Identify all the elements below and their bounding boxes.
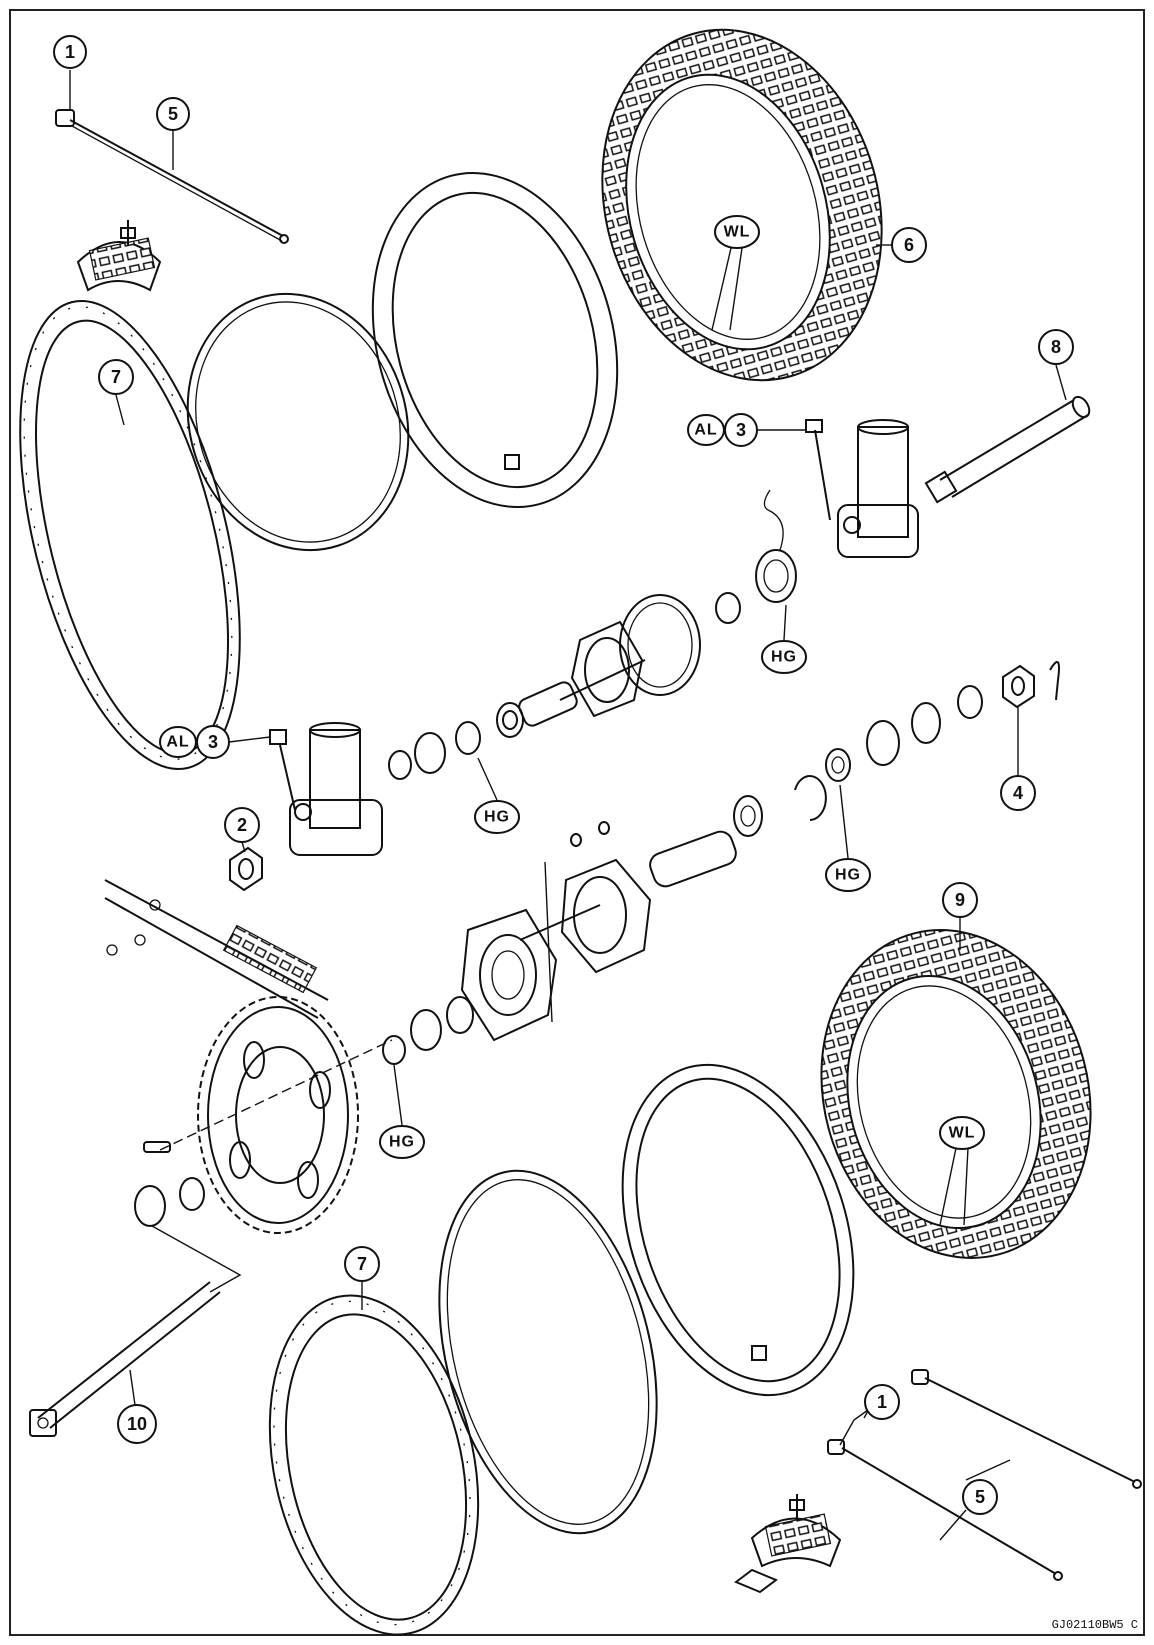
svg-text:7: 7	[357, 1254, 367, 1274]
wl-callout-rear-tire: WL	[939, 1116, 985, 1150]
front-rim	[19, 299, 241, 771]
front-bearings	[388, 489, 797, 780]
front-tube	[371, 171, 619, 509]
wl-callout-front-tire: WL	[714, 215, 760, 249]
rear-axle-nut	[1002, 661, 1060, 709]
rear-rim-band	[438, 1169, 658, 1535]
svg-text:8: 8	[1051, 337, 1061, 357]
svg-text:2: 2	[237, 815, 247, 835]
rear-spacers	[733, 685, 983, 837]
rear-rim-lock	[734, 1494, 842, 1594]
svg-text:3: 3	[208, 732, 218, 752]
rear-sprocket	[143, 996, 393, 1234]
svg-text:WL: WL	[724, 224, 751, 241]
hg-callout-rear-sprocket: HG	[379, 1125, 425, 1159]
front-axle	[924, 395, 1091, 504]
callout-2-front-axle-nut: 2	[224, 807, 260, 843]
callout-6-front-tire: 6	[891, 227, 927, 263]
rear-tire	[820, 929, 1092, 1259]
hg-callout-front-hub-left: HG	[474, 800, 520, 834]
rear-axle	[29, 1177, 242, 1437]
svg-text:5: 5	[168, 104, 178, 124]
front-fork-left	[269, 722, 383, 856]
svg-text:7: 7	[111, 367, 121, 387]
callout-7-rear-rim: 7	[344, 1246, 380, 1282]
svg-text:AL: AL	[694, 422, 717, 439]
svg-text:5: 5	[975, 1487, 985, 1507]
svg-text:10: 10	[127, 1414, 147, 1434]
drive-chain	[104, 879, 329, 1019]
callout-7-front-rim: 7	[98, 359, 134, 395]
rear-hub	[460, 830, 737, 1042]
front-spoke	[55, 109, 289, 244]
callout-9-rear-tire: 9	[942, 882, 978, 918]
svg-text:HG: HG	[835, 867, 861, 884]
callout-3-front-clamp-bolt-left: AL 3	[159, 725, 230, 759]
svg-text:6: 6	[904, 235, 914, 255]
diagram-frame	[9, 9, 1145, 1636]
callout-1-front-nipple: 1	[53, 35, 87, 69]
rear-spokes	[827, 1369, 1142, 1581]
callout-5-rear-spoke: 5	[962, 1479, 998, 1515]
callout-10-rear-axle: 10	[117, 1404, 157, 1444]
svg-text:HG: HG	[771, 649, 797, 666]
front-hub	[518, 594, 701, 727]
callout-1-rear-nipple: 1	[864, 1384, 900, 1420]
svg-text:HG: HG	[389, 1134, 415, 1151]
callout-5-front-spoke: 5	[156, 97, 190, 131]
svg-text:4: 4	[1013, 783, 1023, 803]
rear-tube	[621, 1063, 855, 1397]
figure-reference-code: GJ02110BW5 C	[1052, 1618, 1138, 1632]
svg-text:1: 1	[65, 42, 75, 62]
svg-text:HG: HG	[484, 809, 510, 826]
hg-callout-front-hub-right: HG	[761, 640, 807, 674]
svg-text:3: 3	[736, 420, 746, 440]
hg-callout-rear-hub-right: HG	[825, 858, 871, 892]
front-fork-right	[805, 419, 919, 558]
svg-text:WL: WL	[949, 1125, 976, 1142]
front-rim-band	[186, 292, 410, 552]
callout-4-rear-axle-nut: 4	[1000, 775, 1036, 811]
leader-lines	[69, 70, 1067, 1541]
svg-text:9: 9	[955, 890, 965, 910]
front-rim-lock	[76, 220, 162, 292]
svg-text:1: 1	[877, 1392, 887, 1412]
svg-text:AL: AL	[166, 734, 189, 751]
rear-rim	[268, 1294, 480, 1636]
front-axle-nut	[229, 846, 263, 892]
callout-3-front-clamp-bolt-right: AL 3	[687, 413, 758, 447]
callout-8-front-axle: 8	[1038, 329, 1074, 365]
front-tire	[601, 28, 883, 382]
rear-bearings	[382, 821, 610, 1065]
